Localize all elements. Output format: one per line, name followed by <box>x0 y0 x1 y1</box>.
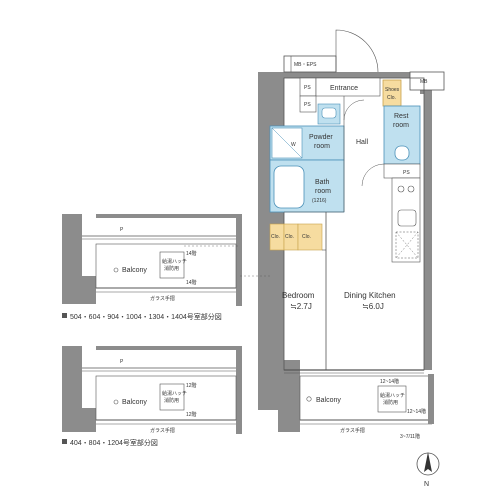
variant-a-plan: P Balcony 給湯ハッチ 消防用 14階 14階 ガラス手摺 504・60… <box>62 214 270 321</box>
outer-wall-left <box>258 72 300 432</box>
hatch-label-2: 消防用 <box>383 399 398 406</box>
kitchen-sink <box>397 209 417 227</box>
ps-right-box <box>383 163 421 179</box>
north-arrow-icon <box>424 452 432 472</box>
powder-label-1: Powder <box>309 134 333 141</box>
mb-eps-label: MB・EPS <box>294 62 317 68</box>
variant-a-floor-1: 14階 <box>186 250 197 257</box>
variant-a-hatch-2: 消防用 <box>164 265 179 272</box>
bedroom-size-label: ≒2.7J <box>290 302 312 311</box>
variant-a-glass: ガラス手摺 <box>150 295 175 302</box>
restroom-label-2: room <box>393 122 409 129</box>
rail-note-1: 12~14階 <box>380 378 399 385</box>
closet-2-label: Clo. <box>285 234 294 240</box>
bath-label-1: Bath <box>315 179 330 186</box>
variant-b-balcony: Balcony <box>122 399 147 406</box>
dining-label: Dining Kitchen <box>344 291 396 300</box>
stove-burner-2 <box>407 185 415 193</box>
variant-a-p: P <box>120 227 124 233</box>
ps-top-label: PS <box>304 85 311 91</box>
bathtub-icon <box>273 165 305 209</box>
balcony-drain <box>306 396 312 402</box>
top-wall <box>284 72 432 78</box>
entrance-label: Entrance <box>330 85 358 92</box>
entrance-area <box>315 77 381 97</box>
shoes-label-2: Clo. <box>387 95 396 101</box>
ps-left-label: PS <box>304 102 311 108</box>
hatch-label-1: 給湯ハッチ <box>380 392 405 399</box>
balcony-label: Balcony <box>316 397 341 404</box>
bath-label-2: room <box>315 188 331 195</box>
variant-a-balcony: Balcony <box>122 267 147 274</box>
stove-burner-1 <box>397 185 405 193</box>
variant-b-floor-2: 12階 <box>186 411 197 418</box>
bedroom-label: Bedroom <box>282 291 315 300</box>
rail-note-2: 12~14階 <box>407 408 426 415</box>
north-label: N <box>424 481 429 488</box>
dim-note: 3~7/11階 <box>400 433 420 440</box>
ps-right-label: PS <box>403 170 410 176</box>
variant-b-hatch-2: 消防用 <box>164 397 179 404</box>
ps-left-box <box>299 95 317 113</box>
mb-label: MB <box>420 79 428 85</box>
toilet-icon <box>394 145 410 161</box>
variant-b-p: P <box>120 359 124 365</box>
shoes-closet <box>382 79 402 107</box>
variant-a-caption: 504・604・904・1004・1304・1404号室部分図 <box>70 312 222 321</box>
variant-b-glass: ガラス手摺 <box>150 427 175 434</box>
variant-b-hatch-1: 給湯ハッチ <box>162 390 187 397</box>
mb-box <box>409 71 445 91</box>
variant-a-floor-2: 14階 <box>186 279 197 286</box>
glass-note: ガラス手摺 <box>340 427 365 434</box>
balcony-area <box>299 375 433 421</box>
variant-a-hatch-1: 給湯ハッチ <box>162 258 187 265</box>
variant-b-plan: P Balcony 給湯ハッチ 消防用 12階 12階 ガラス手摺 404・80… <box>62 346 242 447</box>
closet-3 <box>297 223 323 251</box>
bath-size-label: (1216) <box>312 198 327 204</box>
dining-size-label: ≒6.0J <box>362 302 384 311</box>
powder-label-2: room <box>314 143 330 150</box>
shoes-label-1: Shoes <box>385 87 400 93</box>
variant-b-caption: 404・804・1204号室部分図 <box>70 438 158 447</box>
variant-b-floor-1: 12階 <box>186 382 197 389</box>
restroom-label-1: Rest <box>394 113 408 120</box>
closet-3-label: Clo. <box>302 234 311 240</box>
entrance-door-swing <box>335 29 379 73</box>
outer-wall-right <box>424 94 432 370</box>
closet-1-label: Clo. <box>271 234 280 240</box>
balcony-hatch <box>377 385 407 413</box>
w-label: W <box>291 142 296 148</box>
north-compass: N <box>416 452 440 488</box>
hall-label: Hall <box>356 139 369 146</box>
main-plan: MB・EPS MB PS Entrance Shoes Clo. PS Rest… <box>258 29 445 440</box>
hall-door-swing <box>361 163 385 187</box>
